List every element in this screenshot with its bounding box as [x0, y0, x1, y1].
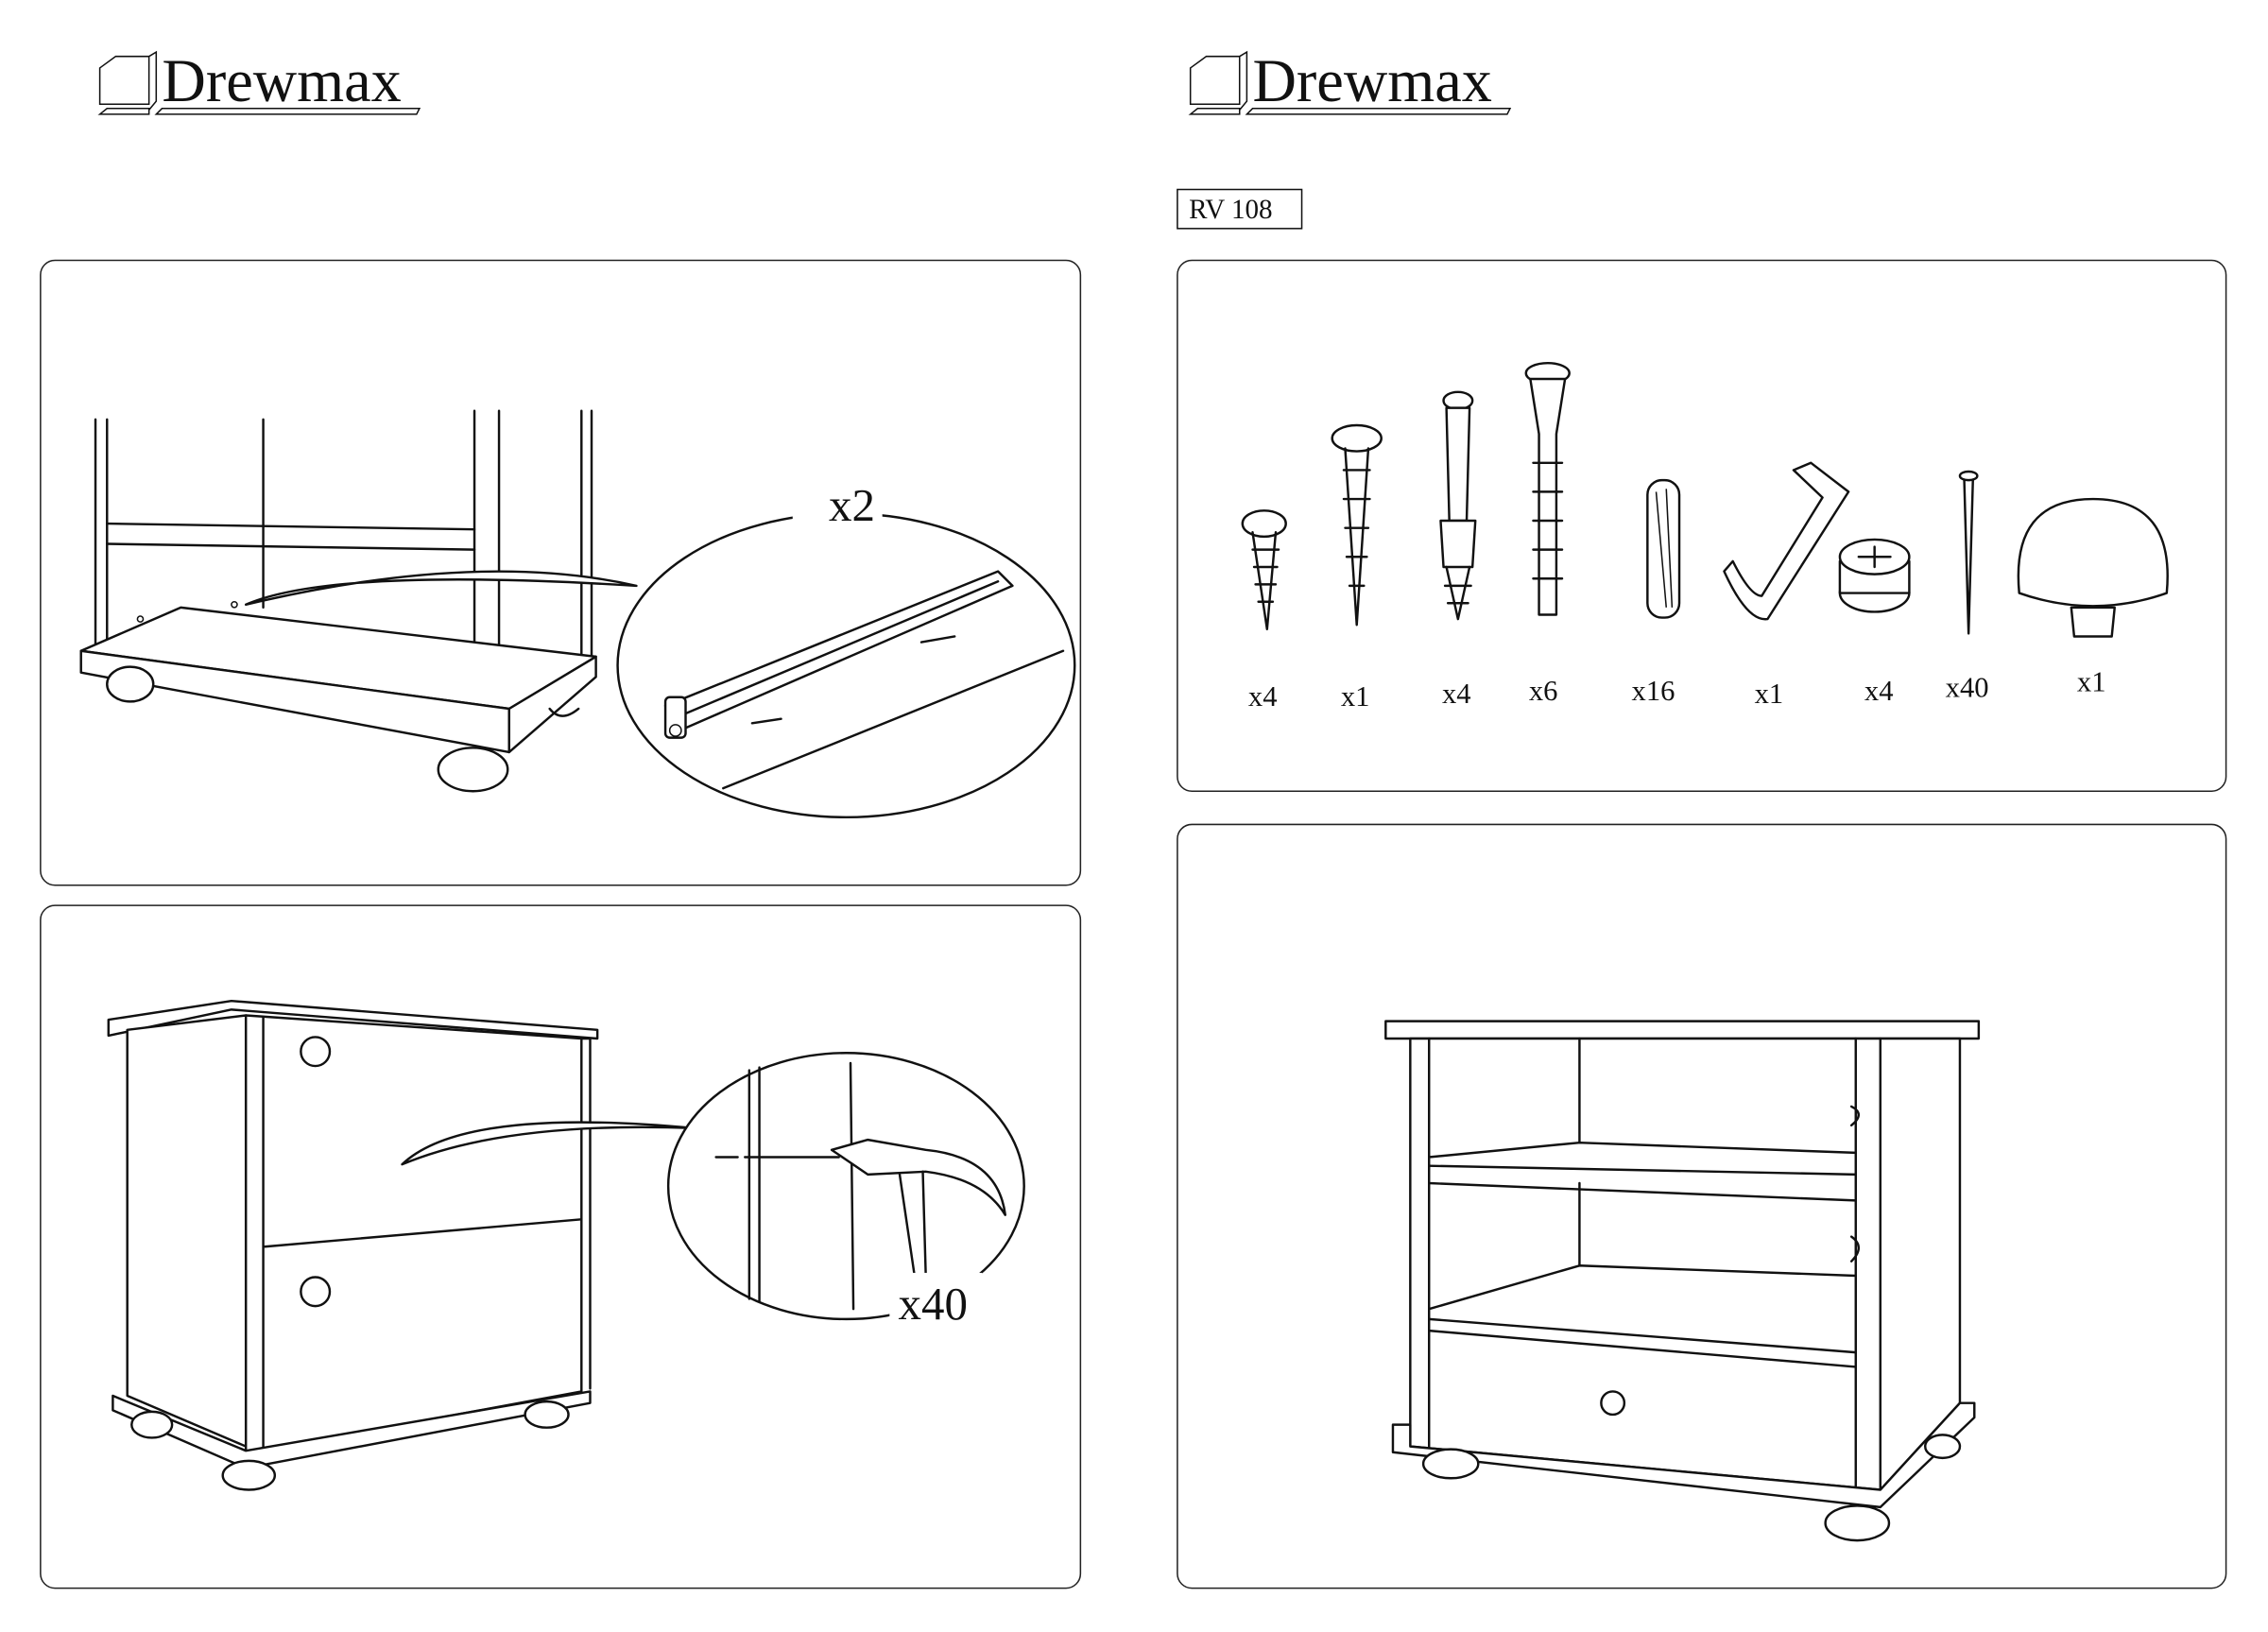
quantity-label: x4 [1248, 680, 1278, 713]
finished-nightstand-illustration [1384, 1020, 1981, 1542]
rails-quantity: x2 [829, 479, 875, 531]
brand-logo-right: Drewmax [1188, 47, 1512, 115]
hardware-panel [1177, 259, 2227, 793]
long-bolt-icon [1524, 361, 1571, 616]
knob-icon [2017, 497, 2169, 638]
quantity-label: x16 [1632, 675, 1675, 707]
brand-name: Drewmax [1252, 47, 1491, 114]
long-screw-icon [1331, 423, 1383, 627]
wooden-dowel-icon [1646, 478, 1681, 619]
nail-detail-callout: x40 [666, 1052, 1025, 1330]
quantity-label: x6 [1529, 675, 1558, 707]
nail-icon [1958, 470, 1979, 635]
model-code-box: RV 108 [1177, 188, 1303, 230]
nails-quantity: x40 [899, 1278, 968, 1330]
carcass-base-illustration [79, 409, 638, 793]
quantity-label: x1 [1341, 680, 1370, 713]
hardware-list: x4 x1 x4 x6 x16 x1 x4 x40 x1 [1241, 361, 2169, 713]
cam-lock-icon [1838, 538, 1911, 613]
cabinet-back-illustration [107, 999, 696, 1491]
confirmat-bolt-icon [1439, 390, 1477, 621]
quantity-label: x4 [1442, 678, 1471, 710]
short-screw-icon [1241, 509, 1287, 631]
allen-key-icon [1723, 461, 1850, 621]
brand-logo-left: Drewmax [97, 47, 421, 115]
quantity-label: x1 [2077, 666, 2106, 698]
rail-detail-callout: x2 [616, 479, 1076, 819]
quantity-label: x40 [1946, 672, 1989, 704]
brand-name: Drewmax [162, 47, 401, 114]
quantity-label: x4 [1864, 675, 1894, 707]
model-code: RV 108 [1189, 195, 1272, 225]
quantity-label: x1 [1755, 678, 1784, 710]
